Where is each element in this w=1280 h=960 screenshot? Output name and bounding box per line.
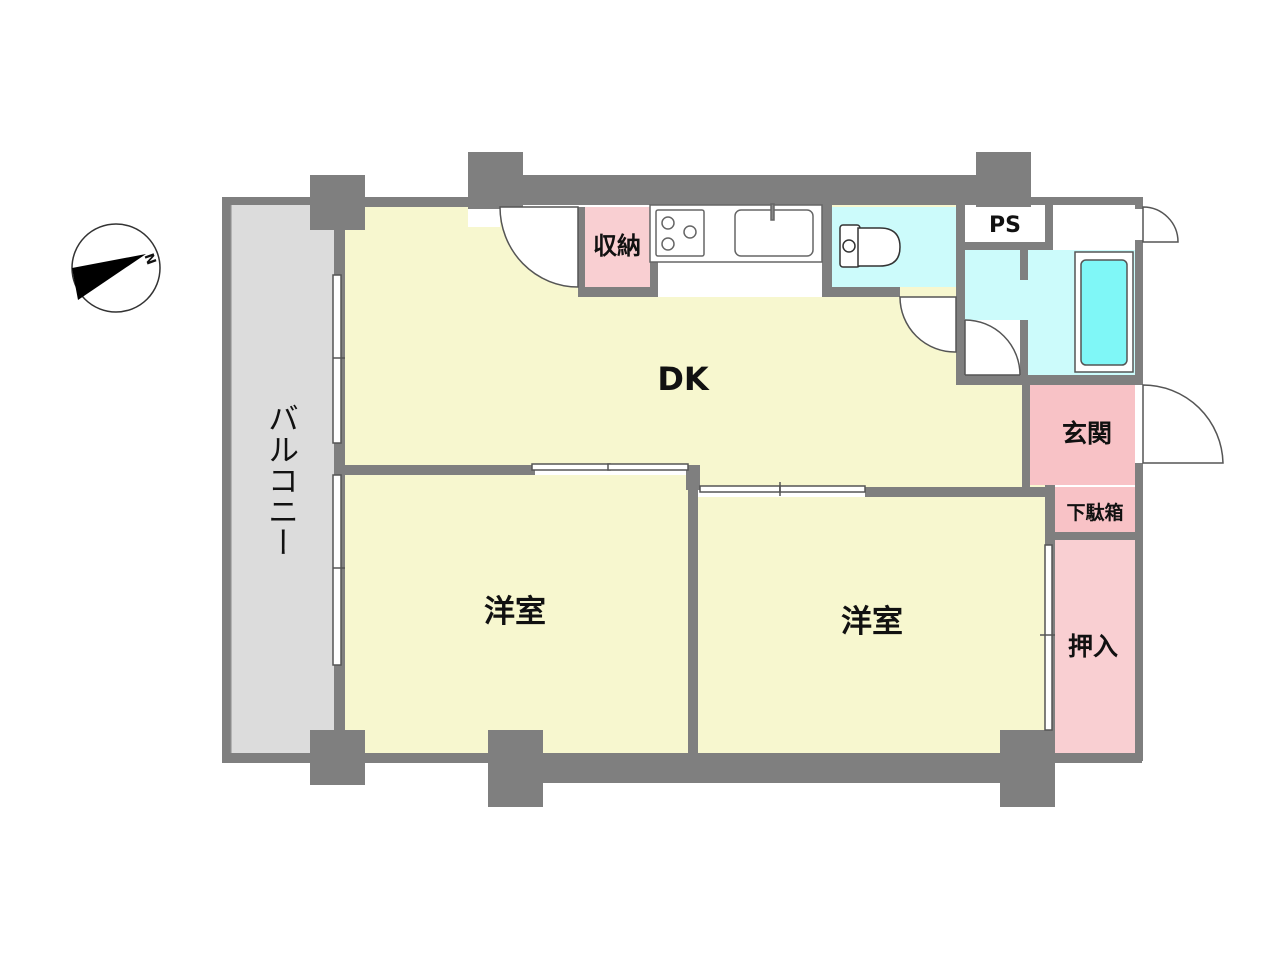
entrance-floor [1030,385,1135,485]
closet-label: 押入 [1068,632,1118,661]
ps-floor [965,207,1045,242]
western-room-right-label: 洋室 [841,604,903,640]
sliding-doors [531,463,1055,731]
shoe-box-floor [1055,487,1135,532]
storage-label: 収納 [593,232,641,260]
ps-label: PS [989,213,1021,238]
closet-floor [1055,540,1135,753]
bathtub [1074,251,1134,373]
dk-label: DK [657,360,710,398]
storage-floor [585,207,655,287]
entrance-label: 玄関 [1062,419,1112,448]
compass-north-label: N [140,252,158,267]
western-room-right-floor [698,497,1045,753]
balcony-label: バルコニー [262,403,298,558]
toilet-fixture [839,224,901,268]
shoe-box-label: 下駄箱 [1066,501,1123,524]
compass-icon: N [71,223,161,313]
balcony-area [226,205,334,753]
western-room-left-floor [345,475,690,753]
western-room-left-label: 洋室 [484,594,546,630]
swing-doors [499,206,1224,464]
balcony-windows [332,274,345,666]
kitchen-counter [649,203,823,263]
walls [222,152,1143,807]
